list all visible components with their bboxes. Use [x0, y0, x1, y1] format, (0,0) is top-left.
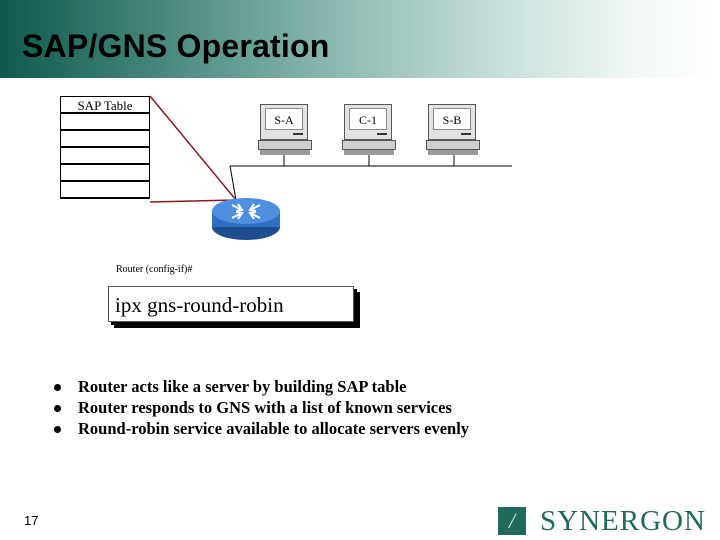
logo-text: SYNERGON: [540, 505, 706, 537]
sap-table-row: [60, 114, 150, 131]
bullet-item: Router acts like a server by building SA…: [48, 376, 469, 397]
bullet-item: Router responds to GNS with a list of kn…: [48, 397, 469, 418]
sap-table-row: [60, 148, 150, 165]
table-link: [149, 95, 237, 201]
title-bar: SAP/GNS Operation: [0, 0, 720, 78]
computer-s-b-label: S-B: [433, 108, 471, 130]
sap-table-row: [60, 182, 150, 199]
bullet-text: Router acts like a server by building SA…: [78, 377, 407, 396]
command-box: ipx gns-round-robin: [108, 286, 354, 322]
bullet-dot-icon: [54, 384, 61, 391]
bullet-text: Round-robin service available to allocat…: [78, 419, 470, 438]
router-prompt: Router (config-if)#: [116, 264, 193, 275]
computer-s-a-icon: S-A: [258, 104, 312, 166]
sap-table-row: [60, 131, 150, 148]
sap-table: SAP Table: [60, 96, 150, 199]
computer-s-b-icon: S-B: [426, 104, 480, 166]
sap-table-header: SAP Table: [60, 96, 150, 114]
router-icon: [212, 198, 280, 240]
slide-title: SAP/GNS Operation: [22, 28, 330, 64]
computer-c-1-icon: C-1: [342, 104, 396, 166]
sap-table-row: [60, 165, 150, 182]
bullet-dot-icon: [54, 405, 61, 412]
bullet-item: Round-robin service available to allocat…: [48, 418, 469, 439]
bullet-list: Router acts like a server by building SA…: [48, 376, 469, 439]
router-uplink: [229, 165, 237, 201]
computer-c-1-label: C-1: [349, 108, 387, 130]
page-number: 17: [24, 513, 39, 528]
bullet-text: Router responds to GNS with a list of kn…: [78, 398, 452, 417]
table-link: [149, 199, 237, 203]
bullet-dot-icon: [54, 426, 61, 433]
computer-s-a-label: S-A: [265, 108, 303, 130]
logo-mark-icon: /: [498, 507, 526, 535]
